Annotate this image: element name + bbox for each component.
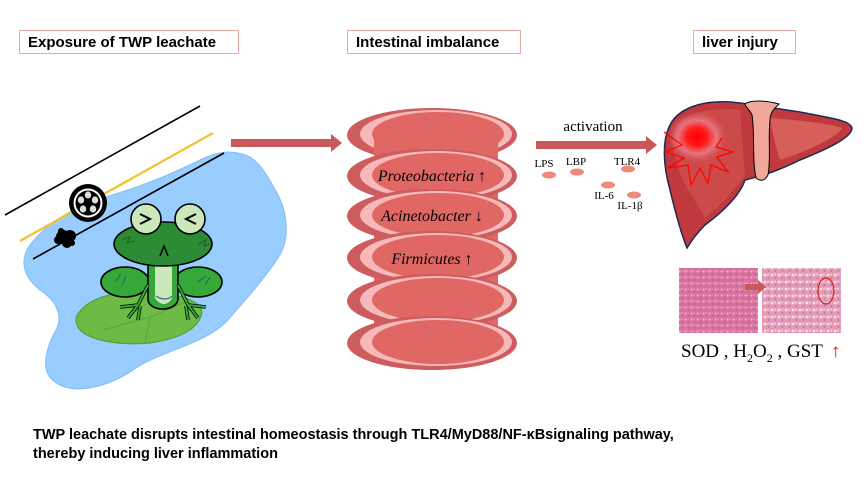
liver-title: liver injury [693, 30, 796, 54]
arrow-exposure-to-intestine [231, 134, 342, 152]
liver-injury-glow [667, 111, 727, 163]
molecule-label-tlr4: TLR4 [614, 156, 641, 168]
intestine-illustration [347, 108, 517, 370]
bacteria-label-acinetobacter: Acinetobacter↓ [380, 208, 483, 225]
molecule-dot-tlr4 [621, 165, 635, 173]
oxidative-markers: SOD , H2O2 , GST ↑ [681, 341, 840, 366]
increase-arrow-icon: ↑ [830, 341, 841, 362]
intestine-segment [347, 274, 517, 328]
molecule-label-lps: LPS [535, 158, 554, 170]
marker-gst: GST [786, 341, 823, 362]
intestine-segment [347, 189, 517, 243]
molecule-label-il1b: IL-1β [617, 200, 643, 212]
separator: , [772, 341, 787, 362]
bacteria-label-proteobacteria: Proteobacteria↑ [377, 168, 486, 185]
activation-label: activation [563, 119, 623, 135]
frog-icon [100, 203, 223, 321]
intestine-segment [347, 231, 517, 285]
molecule-dot-il1b [627, 191, 641, 199]
histology-arrow [745, 284, 759, 290]
conclusion-line-1: TWP leachate disrupts intestinal homeost… [33, 427, 674, 443]
liver-icon [663, 100, 853, 250]
lesion-highlight-circle [817, 277, 835, 305]
molecule-label-il6: IL-6 [594, 190, 614, 202]
tire-icon [69, 184, 107, 222]
separator: , [719, 341, 734, 362]
molecule-dot-lps [542, 171, 556, 179]
histology-image-control [679, 268, 758, 333]
conclusion-text: TWP leachate disrupts intestinal homeost… [33, 426, 833, 464]
molecule-dot-lbp [570, 168, 584, 176]
tire-particles-icon [54, 228, 76, 248]
liver-injury-burst [663, 131, 736, 187]
molecule-dot-il6 [601, 181, 615, 189]
conclusion-line-2: thereby inducing liver inflammation [33, 446, 278, 462]
road-center-line [19, 132, 214, 242]
molecule-label-lbp: LBP [566, 156, 586, 168]
exposure-illustration [4, 105, 287, 390]
histology-panels [679, 268, 841, 333]
histology-image-treated [762, 268, 841, 333]
intestine-segment [347, 149, 517, 203]
bacteria-labels: Proteobacteria↑ Acinetobacter↓ Firmicute… [377, 168, 486, 268]
exposure-title: Exposure of TWP leachate [19, 30, 239, 54]
intestinal-title: Intestinal imbalance [347, 30, 521, 54]
activation-arrow [536, 141, 648, 149]
bacteria-label-firmicutes: Firmicutes↑ [390, 251, 472, 268]
road-line-top [4, 105, 201, 216]
marker-sod: SOD [681, 341, 720, 362]
activation-section: activation LPS LBP TLR4 IL-6 IL-1β [535, 119, 657, 212]
intestine-segment [347, 316, 517, 370]
marker-h2o2: H2O2 [733, 341, 773, 365]
